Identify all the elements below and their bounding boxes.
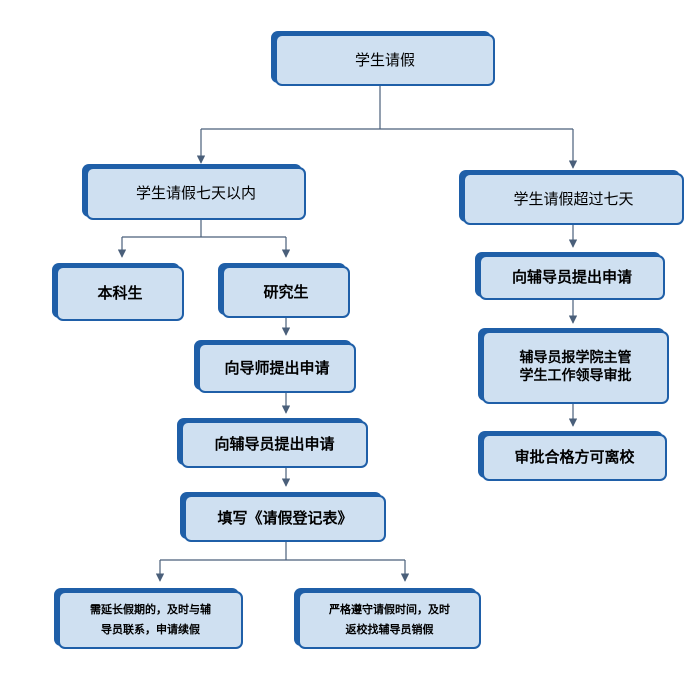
node-extend-leave-note: 需延长假期的，及时与辅 导员联系，申请续假	[58, 591, 243, 649]
node-apply-to-counselor-left: 向辅导员提出申请	[181, 421, 368, 468]
node-student-leave: 学生请假	[275, 34, 495, 86]
node-leave-over-seven-days: 学生请假超过七天	[463, 173, 684, 225]
node-undergraduate: 本科生	[56, 266, 184, 321]
node-return-on-time-note: 严格遵守请假时间，及时 返校找辅导员销假	[298, 591, 481, 649]
node-graduate: 研究生	[222, 266, 350, 318]
node-apply-to-counselor-right: 向辅导员提出申请	[479, 255, 665, 300]
node-approved-may-leave: 审批合格方可离校	[482, 434, 667, 481]
node-report-to-college-leader: 辅导员报学院主管 学生工作领导审批	[482, 331, 669, 404]
node-leave-within-seven-days: 学生请假七天以内	[86, 167, 306, 220]
node-fill-leave-form: 填写《请假登记表》	[184, 495, 386, 542]
node-apply-to-supervisor: 向导师提出申请	[198, 343, 356, 393]
